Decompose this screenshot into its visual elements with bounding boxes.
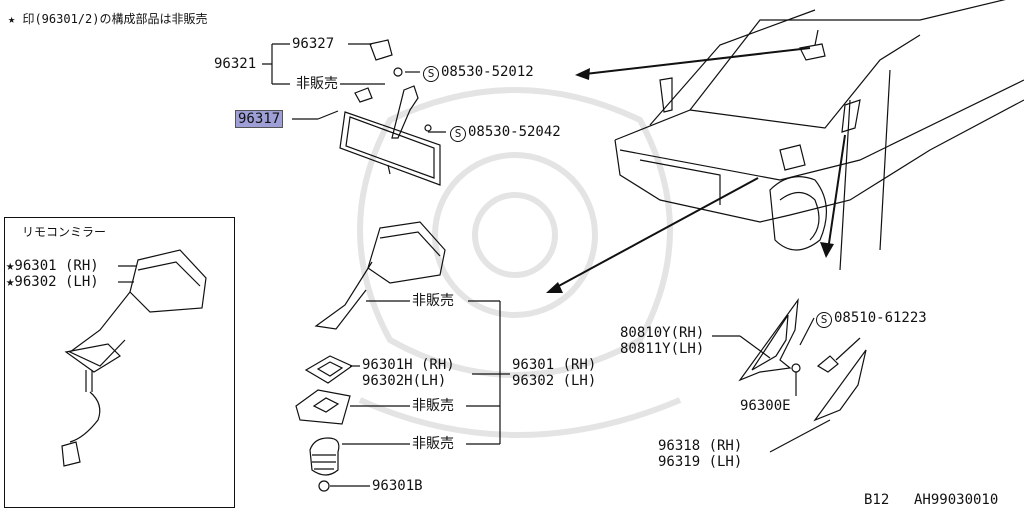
- screw-a-label: 08530-52012: [441, 64, 534, 80]
- car-drawing: [614, 0, 1024, 271]
- door-mirror-drawing: [295, 221, 446, 492]
- screw-c-label: 08510-61223: [834, 310, 927, 326]
- corner-trim-drawing: [712, 297, 867, 453]
- part-80810y: 80810Y(RH): [620, 325, 705, 341]
- part-80811y: 80811Y(LH): [620, 341, 705, 357]
- inset-part-rh: ★96301 (RH): [6, 258, 99, 274]
- part-96301: 96301 (RH): [512, 357, 597, 373]
- s-mark-icon: S: [423, 66, 439, 82]
- pointer-arrows: [554, 47, 846, 289]
- footer-code-ah: AH99030010: [914, 492, 999, 508]
- part-96300e: 96300E: [740, 398, 791, 414]
- leader-lines-mid: [330, 300, 510, 487]
- part-96302: 96302 (LH): [512, 373, 597, 389]
- not-sold-label-3: 非販売: [412, 398, 454, 414]
- not-sold-label-4: 非販売: [412, 436, 454, 452]
- not-sold-label-1: 非販売: [296, 76, 338, 92]
- note-text: ★ 印(96301/2)の構成部品は非販売: [8, 12, 208, 26]
- not-sold-label-2: 非販売: [412, 293, 454, 309]
- inset-part-lh: ★96302 (LH): [6, 274, 99, 290]
- leader-lines-top: [262, 43, 446, 133]
- screw-b-label: 08530-52042: [468, 124, 561, 140]
- remote-mirror-drawing: [61, 249, 207, 467]
- part-96301b: 96301B: [372, 478, 423, 494]
- part-96302h: 96302H(LH): [362, 373, 447, 389]
- part-96318: 96318 (RH): [658, 438, 743, 454]
- part-96321: 96321: [214, 56, 257, 72]
- part-96319: 96319 (LH): [658, 454, 743, 470]
- remote-mirror-inset: [4, 217, 235, 508]
- part-96317-highlight[interactable]: 96317: [235, 110, 284, 128]
- inset-title: リモコンミラー: [22, 225, 107, 239]
- footer-code-b12: B12: [864, 492, 890, 508]
- rear-view-mirror-drawing: [339, 39, 441, 186]
- part-96301h: 96301H (RH): [362, 357, 455, 373]
- watermark-emblem: [357, 87, 682, 438]
- part-96327: 96327: [292, 36, 335, 52]
- s-mark-icon: S: [816, 312, 832, 328]
- s-mark-icon: S: [450, 126, 466, 142]
